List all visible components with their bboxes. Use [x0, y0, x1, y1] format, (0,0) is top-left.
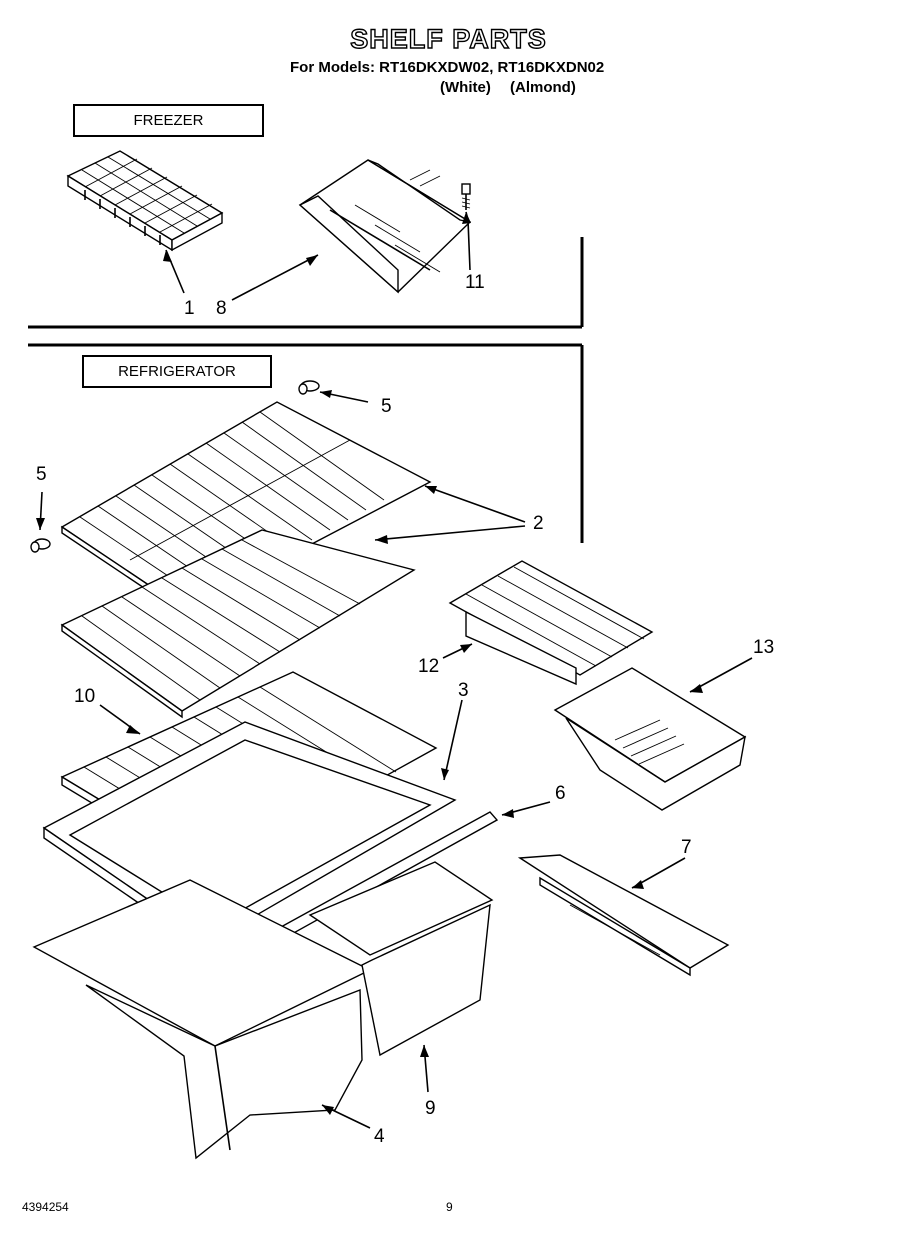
freezer-shelf-bracket — [298, 159, 472, 294]
wire-shelf-lower — [60, 529, 416, 719]
refrigerator-section-label: REFRIGERATOR — [82, 355, 272, 388]
callout-5-upper: 5 — [381, 396, 392, 417]
sliding-shelf — [448, 560, 654, 686]
callout-2: 2 — [533, 513, 544, 534]
callout-7: 7 — [681, 837, 692, 858]
models-line: For Models: RT16DKXDW02, RT16DKXDN02 — [290, 59, 605, 76]
shelf-stop-upper — [298, 380, 320, 395]
callout-12: 12 — [418, 656, 440, 677]
leader-arrowheads — [36, 212, 703, 1115]
screw — [461, 183, 471, 210]
callout-9: 9 — [425, 1098, 436, 1119]
crisper-frame — [42, 721, 457, 954]
callout-4: 4 — [374, 1126, 385, 1147]
part-number: 4394254 — [22, 1200, 69, 1214]
callout-13: 13 — [753, 637, 775, 658]
callout-6: 6 — [555, 783, 566, 804]
callout-8: 8 — [216, 298, 227, 319]
callout-11: 11 — [465, 272, 485, 293]
callout-10: 10 — [74, 686, 96, 707]
freezer-section-frame — [28, 237, 584, 329]
meat-pan-drawer — [553, 667, 747, 811]
page-number: 9 — [446, 1200, 453, 1214]
drawer-slide-rail — [517, 854, 730, 977]
freezer-section-label: FREEZER — [73, 104, 264, 137]
page-title: SHELF PARTS — [350, 23, 547, 54]
refrigerator-section-frame — [28, 343, 584, 543]
callout-1: 1 — [184, 298, 195, 319]
ice-cube-tray — [66, 150, 224, 252]
callout-5-lower: 5 — [36, 464, 47, 485]
callout-3: 3 — [458, 680, 469, 701]
color-white-label: (White) — [440, 79, 491, 96]
shelf-stop-lower — [30, 538, 51, 553]
color-almond-label: (Almond) — [510, 79, 576, 96]
crisper-drawer-right — [308, 861, 494, 1057]
